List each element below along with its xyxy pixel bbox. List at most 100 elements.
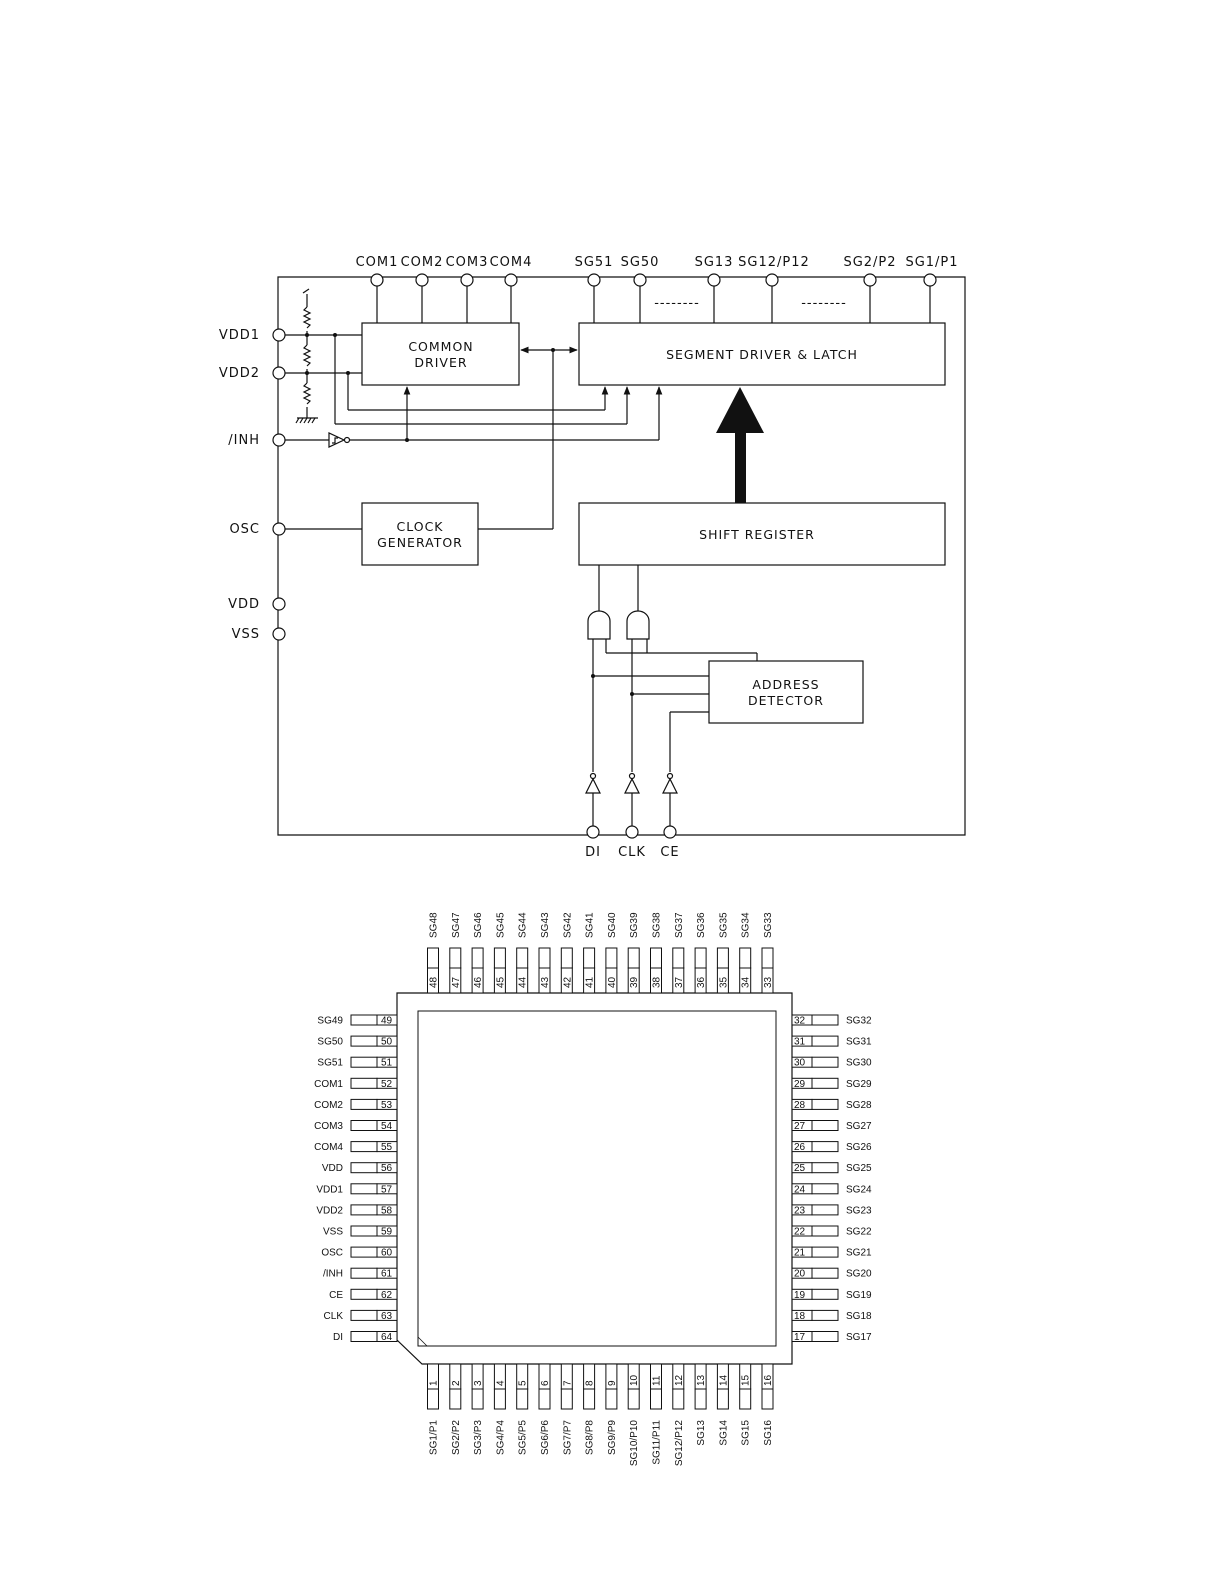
address-detector-label-1: ADDRESS	[752, 677, 819, 692]
pin-lead-top	[605, 947, 618, 969]
label-sg13: SG13	[695, 255, 734, 270]
pin-lead-bottom	[493, 1388, 506, 1410]
pin-name: SG48	[429, 912, 440, 938]
pin-sg50	[633, 273, 647, 287]
pin-name: SG43	[540, 912, 551, 938]
pin-name: COM4	[314, 1142, 343, 1153]
pin-number: 31	[794, 1037, 806, 1048]
pin-name: SG40	[607, 912, 618, 938]
dashes-right: --------	[801, 296, 847, 311]
pin-lead-left	[350, 1098, 378, 1110]
pin-lead-left-inner	[376, 1120, 398, 1131]
pin-name: SG28	[846, 1100, 872, 1111]
pin-number: 53	[381, 1100, 393, 1111]
pin-lead-top-inner	[471, 967, 484, 994]
label-vss: VSS	[232, 627, 260, 642]
bias-resistor-ladder	[295, 288, 318, 424]
pin-name: SG21	[846, 1248, 872, 1259]
pin-number: 9	[607, 1380, 618, 1386]
pin-name: COM3	[314, 1121, 343, 1132]
pin-number: 10	[629, 1374, 640, 1386]
pin-number: 58	[381, 1205, 393, 1216]
internal-wiring	[285, 334, 758, 827]
pin-lead-top	[516, 947, 529, 969]
pin-lead-top-inner	[493, 967, 506, 994]
pin-name: VDD1	[316, 1184, 343, 1195]
pin-name: SG47	[451, 912, 462, 938]
pin-lead-top-inner	[538, 967, 551, 994]
pin-name: SG9/P9	[607, 1420, 618, 1455]
pin-lead-left-inner	[376, 1162, 398, 1174]
pin-name: DI	[333, 1332, 343, 1343]
pin-lead-left	[350, 1035, 378, 1047]
pin-lead-right	[811, 1204, 839, 1216]
pin-name: SG49	[317, 1016, 343, 1027]
pin-number: 1	[429, 1380, 440, 1386]
pin-number: 61	[381, 1269, 393, 1280]
pin-lead-left	[350, 1141, 378, 1153]
pin-number: 39	[629, 976, 640, 988]
pin-name: SG18	[846, 1311, 872, 1322]
pin-lead-left	[350, 1246, 378, 1258]
pin-lead-bottom	[538, 1388, 551, 1410]
pin-number: 24	[794, 1184, 806, 1195]
pin-name: SG5/P5	[518, 1420, 529, 1455]
pin-lead-left-inner	[376, 1267, 398, 1279]
label-di: DI	[585, 845, 601, 860]
pin-name: SG38	[652, 912, 663, 938]
pin-lead-top	[716, 947, 729, 969]
pin-lead-left-inner	[376, 1077, 398, 1089]
pin-name: SG3/P3	[473, 1420, 484, 1455]
pin-number: 64	[381, 1332, 393, 1343]
pin-lead-bottom	[583, 1388, 596, 1410]
pin-lead-top-inner	[627, 967, 640, 994]
address-detector-block	[708, 660, 864, 724]
pin-lead-left	[350, 1056, 378, 1068]
pin-lead-left-inner	[376, 1331, 398, 1342]
pin-lead-left-inner	[376, 1246, 398, 1258]
pin-number: 56	[381, 1163, 393, 1174]
pin-name: SG34	[741, 912, 752, 938]
pin-lead-top-inner	[560, 967, 573, 994]
pin-lead-bottom	[427, 1388, 439, 1410]
pin-number: 28	[794, 1100, 806, 1111]
pin-number: 12	[674, 1374, 685, 1386]
pin-lead-left-inner	[376, 1288, 398, 1300]
pin-name: SG8/P8	[585, 1420, 596, 1455]
pin-number: 32	[794, 1016, 806, 1027]
pin-lead-left-inner	[376, 1225, 398, 1237]
pin-lead-right	[811, 1246, 839, 1258]
pin-lead-left	[350, 1120, 378, 1131]
pin-number: 18	[794, 1311, 806, 1322]
pin-number: 42	[562, 976, 573, 988]
pin-lead-top	[672, 947, 685, 969]
label-sg50: SG50	[621, 255, 660, 270]
label-com3: COM3	[446, 255, 489, 270]
pin-name: SG45	[495, 912, 506, 938]
pin-lead-right	[811, 1098, 839, 1110]
pin-lead-right	[811, 1035, 839, 1047]
pin-lead-top-inner	[427, 967, 439, 994]
pin-lead-bottom	[739, 1388, 752, 1410]
label-vdd1: VDD1	[219, 328, 260, 343]
pin-lead-bottom	[761, 1388, 774, 1410]
pin-name: CE	[329, 1290, 343, 1301]
pin-lead-top	[449, 947, 462, 969]
pin-lead-top-inner	[694, 967, 707, 994]
pin-name: SG4/P4	[495, 1420, 506, 1455]
label-com1: COM1	[356, 255, 399, 270]
pin-name: VSS	[323, 1227, 343, 1238]
pin-vdd	[272, 597, 286, 611]
segment-driver-label: SEGMENT DRIVER & LATCH	[666, 347, 858, 362]
pin-lead-right	[811, 1056, 839, 1068]
pin-name: SG24	[846, 1184, 872, 1195]
pin-lead-bottom	[560, 1388, 573, 1410]
pin-name: SG1/P1	[429, 1420, 440, 1455]
pin-name: SG7/P7	[562, 1420, 573, 1455]
pin-name: SG17	[846, 1332, 872, 1343]
pin-com3	[460, 273, 474, 287]
pin-ce	[663, 825, 677, 839]
pin-name: SG42	[562, 912, 573, 938]
pin-lead-left-inner	[376, 1098, 398, 1110]
pin-number: 44	[518, 976, 529, 988]
